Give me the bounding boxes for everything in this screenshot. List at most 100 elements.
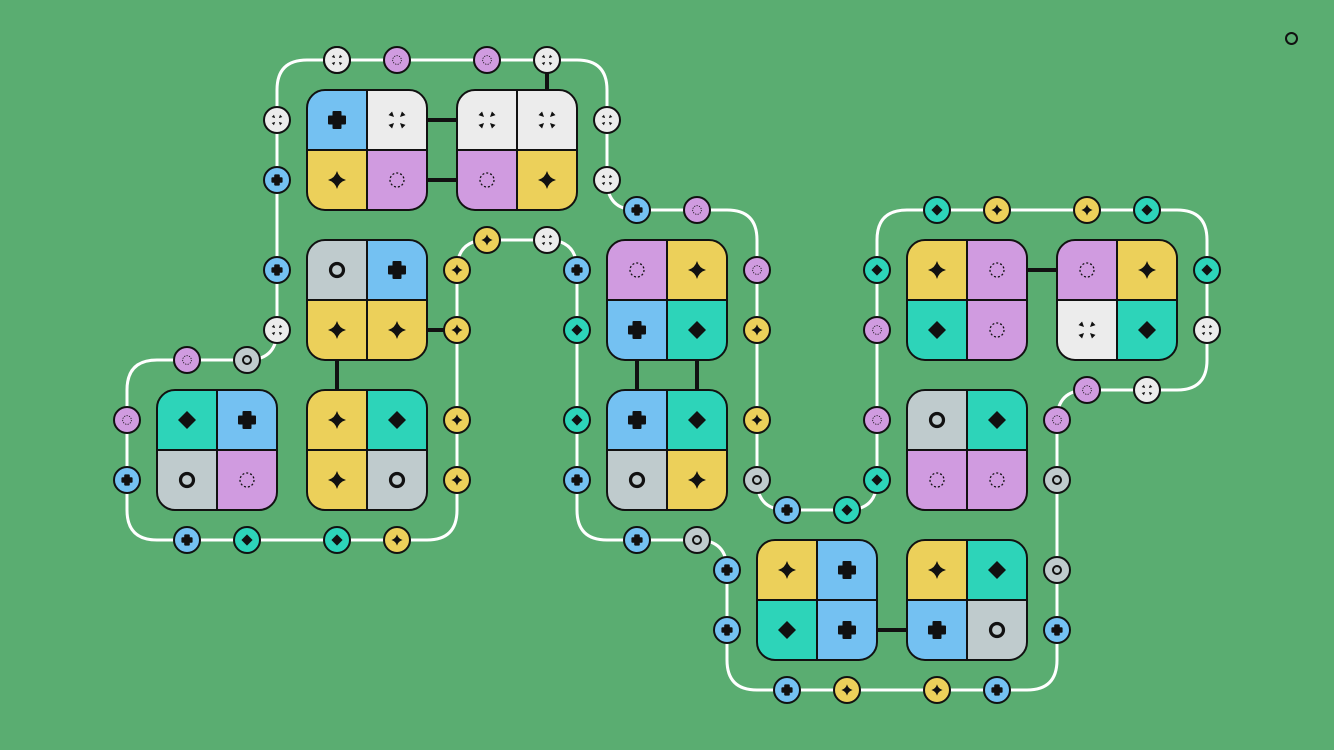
tile-cell[interactable] (367, 90, 427, 150)
path-token[interactable] (263, 256, 291, 284)
sparkle-icon (751, 414, 763, 426)
tile-cell[interactable] (1057, 300, 1117, 360)
path-token[interactable] (923, 196, 951, 224)
path-token[interactable] (623, 526, 651, 554)
path-token[interactable] (1043, 466, 1071, 494)
tile-cell[interactable] (457, 90, 517, 150)
path-token[interactable] (563, 316, 591, 344)
path-token[interactable] (233, 526, 261, 554)
diamond-icon (688, 411, 706, 429)
circle-menu-icon[interactable] (1285, 32, 1298, 45)
path-token[interactable] (983, 676, 1011, 704)
path-token[interactable] (863, 316, 891, 344)
dotted-circle-icon (482, 55, 492, 65)
path-token[interactable] (773, 496, 801, 524)
path-token[interactable] (1193, 316, 1221, 344)
tile-cell[interactable] (907, 450, 967, 510)
tile[interactable] (1056, 239, 1178, 361)
path-token[interactable] (623, 196, 651, 224)
path-token[interactable] (563, 406, 591, 434)
path-token[interactable] (443, 466, 471, 494)
path-token[interactable] (683, 196, 711, 224)
path-token[interactable] (713, 616, 741, 644)
tile-cell[interactable] (967, 600, 1027, 660)
sparkle-icon (991, 204, 1003, 216)
path-token[interactable] (1043, 406, 1071, 434)
tile-cell[interactable] (367, 450, 427, 510)
tile-cell[interactable] (307, 240, 367, 300)
path-token[interactable] (383, 526, 411, 554)
path-token[interactable] (833, 676, 861, 704)
path-token[interactable] (593, 166, 621, 194)
path-token[interactable] (563, 466, 591, 494)
path-token[interactable] (1073, 196, 1101, 224)
path-token[interactable] (263, 106, 291, 134)
path-token[interactable] (743, 406, 771, 434)
tile-cell[interactable] (607, 450, 667, 510)
tile[interactable] (606, 389, 728, 511)
path-token[interactable] (1043, 616, 1071, 644)
path-token[interactable] (1073, 376, 1101, 404)
path-token[interactable] (713, 556, 741, 584)
path-token[interactable] (383, 46, 411, 74)
tile-cell[interactable] (217, 450, 277, 510)
path-token[interactable] (923, 676, 951, 704)
path-token[interactable] (743, 316, 771, 344)
tile[interactable] (306, 239, 428, 361)
tile[interactable] (906, 539, 1028, 661)
tile[interactable] (456, 89, 578, 211)
tile-cell[interactable] (967, 240, 1027, 300)
tile-cell[interactable] (517, 90, 577, 150)
path-token[interactable] (443, 406, 471, 434)
tile-cell[interactable] (967, 450, 1027, 510)
path-token[interactable] (743, 256, 771, 284)
tile[interactable] (306, 89, 428, 211)
path-token[interactable] (1193, 256, 1221, 284)
tile[interactable] (906, 239, 1028, 361)
tile-cell[interactable] (907, 390, 967, 450)
path-token[interactable] (323, 46, 351, 74)
path-token[interactable] (233, 346, 261, 374)
path-token[interactable] (473, 46, 501, 74)
path-token[interactable] (263, 166, 291, 194)
path-token[interactable] (833, 496, 861, 524)
tile-cell[interactable] (967, 300, 1027, 360)
path-token[interactable] (593, 106, 621, 134)
path-token[interactable] (1133, 196, 1161, 224)
path-token[interactable] (863, 406, 891, 434)
plus-icon (781, 504, 793, 516)
tile[interactable] (906, 389, 1028, 511)
path-token[interactable] (863, 256, 891, 284)
plus-icon (781, 684, 793, 696)
tile-cell[interactable] (457, 150, 517, 210)
path-token[interactable] (743, 466, 771, 494)
path-token[interactable] (323, 526, 351, 554)
tile-cell[interactable] (607, 240, 667, 300)
tile[interactable] (606, 239, 728, 361)
path-token[interactable] (173, 346, 201, 374)
tile[interactable] (306, 389, 428, 511)
path-token[interactable] (113, 466, 141, 494)
path-token[interactable] (533, 226, 561, 254)
path-token[interactable] (173, 526, 201, 554)
path-token[interactable] (1043, 556, 1071, 584)
path-token[interactable] (473, 226, 501, 254)
tile-cell[interactable] (1057, 240, 1117, 300)
path-token[interactable] (863, 466, 891, 494)
path-token[interactable] (263, 316, 291, 344)
dotted-circle-icon (629, 262, 645, 278)
path-token[interactable] (983, 196, 1011, 224)
diamond-icon (1141, 204, 1153, 216)
tile-cell[interactable] (157, 450, 217, 510)
tile[interactable] (756, 539, 878, 661)
path-token[interactable] (773, 676, 801, 704)
tile-cell[interactable] (367, 150, 427, 210)
path-token[interactable] (533, 46, 561, 74)
tile[interactable] (156, 389, 278, 511)
path-token[interactable] (113, 406, 141, 434)
path-token[interactable] (683, 526, 711, 554)
path-token[interactable] (443, 316, 471, 344)
path-token[interactable] (443, 256, 471, 284)
path-token[interactable] (1133, 376, 1161, 404)
path-token[interactable] (563, 256, 591, 284)
